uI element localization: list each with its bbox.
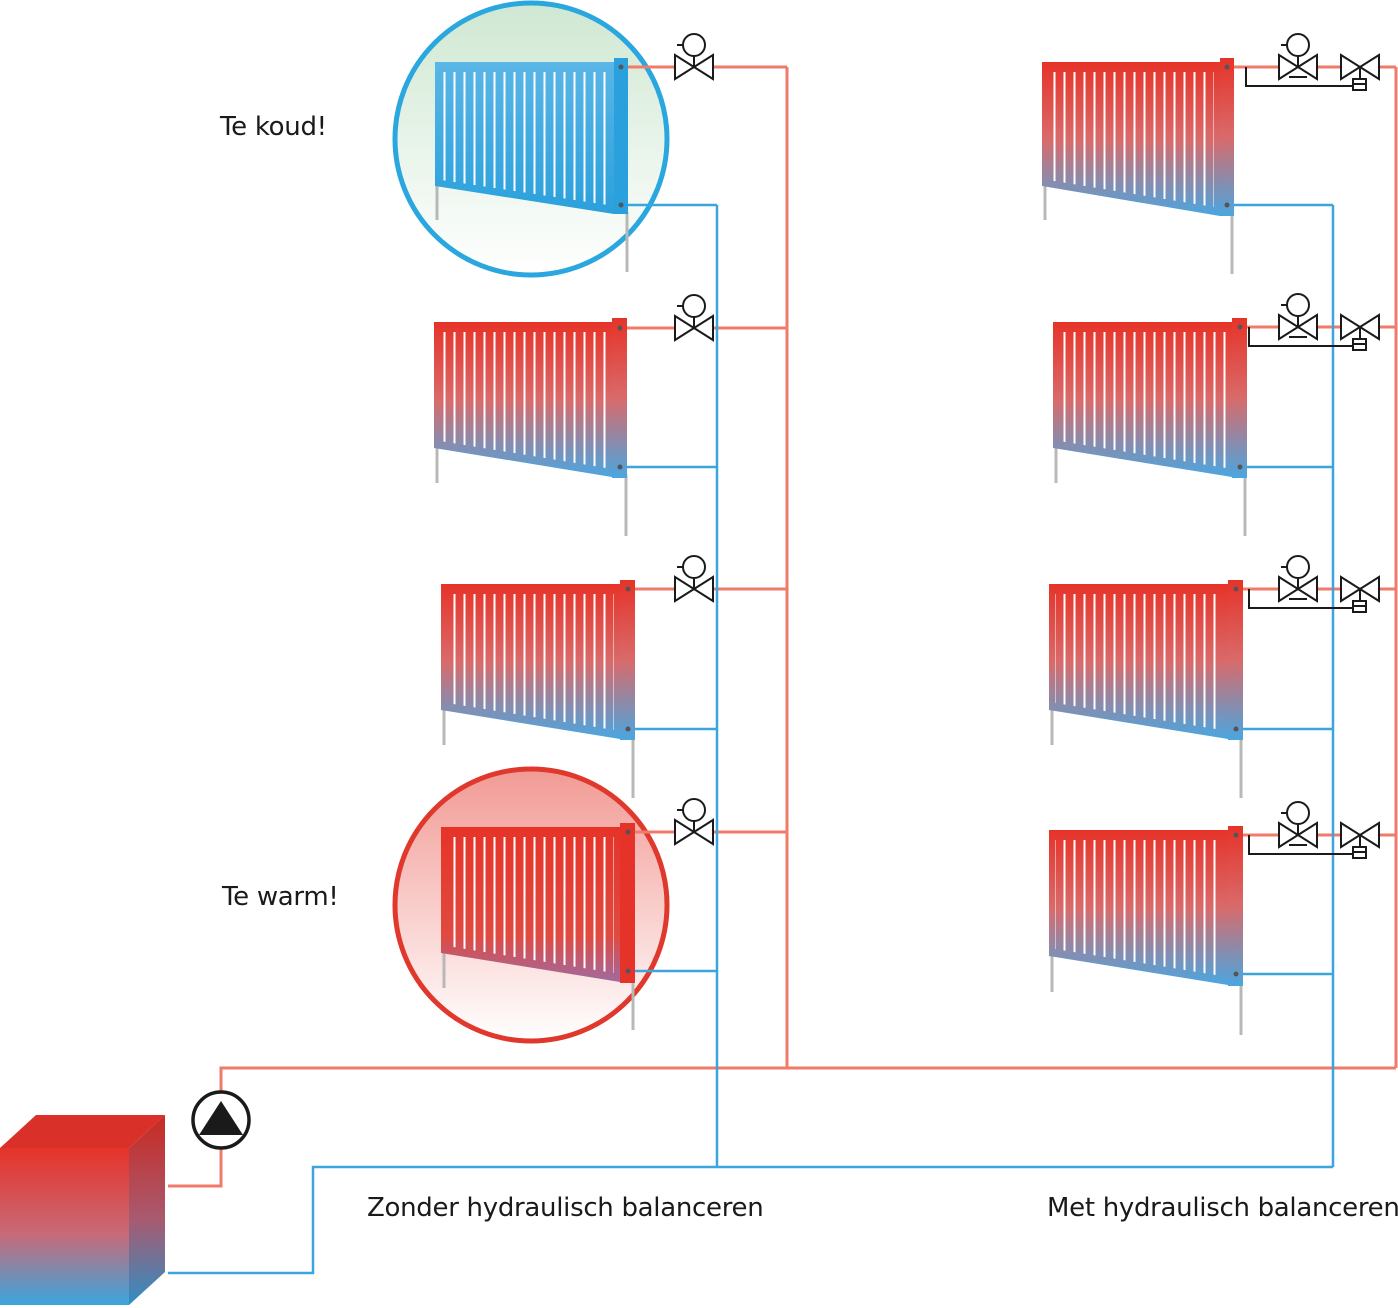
valve-set-right-4 <box>1248 801 1380 859</box>
valve-set-right-3 <box>1248 555 1380 613</box>
circulation-pump <box>191 1090 251 1150</box>
thermostatic-valve-left-4 <box>674 798 714 846</box>
too-warm-label: Te warm! <box>222 882 339 912</box>
thermostatic-valve-left-3 <box>674 555 714 603</box>
radiator-right-3 <box>1049 580 1243 798</box>
radiator-left-1 <box>435 58 629 272</box>
valve-set-right-2 <box>1248 293 1380 351</box>
radiator-right-2 <box>1053 318 1247 536</box>
radiator-left-4 <box>441 823 635 1030</box>
without-balancing-caption: Zonder hydraulisch balanceren <box>367 1193 764 1223</box>
radiator-right-4 <box>1049 826 1243 1035</box>
radiator-left-3 <box>441 580 635 798</box>
radiator-left-2 <box>434 318 628 536</box>
valve-set-right-1 <box>1245 33 1380 91</box>
with-balancing-caption: Met hydraulisch balanceren <box>1047 1193 1398 1223</box>
too-cold-label: Te koud! <box>220 112 327 142</box>
return-pipes <box>168 203 1335 1275</box>
thermostatic-valve-left-2 <box>674 294 714 342</box>
thermostatic-valve-left-1 <box>674 33 714 81</box>
radiator-right-1 <box>1042 58 1234 274</box>
boiler <box>0 1115 165 1305</box>
